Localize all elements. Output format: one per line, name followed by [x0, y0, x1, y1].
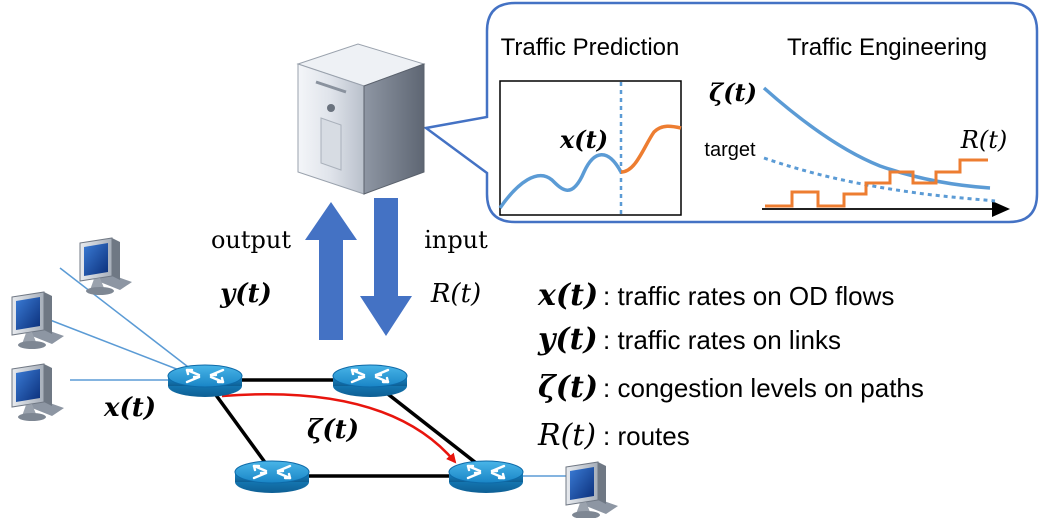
server-icon — [296, 43, 426, 195]
legend-item: x(t) : traffic rates on OD flows — [537, 278, 894, 313]
input-label: input — [424, 226, 488, 254]
legend-symbol: ζ(t) — [538, 370, 598, 405]
legend-symbol: x(t) — [537, 278, 598, 313]
input-r-label: R(t) — [430, 279, 481, 309]
legend-symbol: R(t) — [537, 418, 596, 453]
computer-icon — [79, 237, 133, 296]
congestion-path-arrow — [221, 392, 457, 464]
legend-item: R(t) : routes — [537, 418, 690, 453]
computer-icon — [565, 461, 619, 518]
legend-item: y(t) : traffic rates on links — [537, 322, 841, 357]
legend-text: : routes — [603, 421, 690, 451]
congestion-curve — [762, 86, 991, 190]
input-arrow — [360, 198, 412, 336]
predicted-traffic-curve — [620, 124, 682, 174]
legend-item: ζ(t) : congestion levels on paths — [538, 370, 924, 405]
router-icon — [447, 459, 525, 495]
legend-text: : traffic rates on links — [603, 325, 841, 355]
computer-icon — [11, 363, 65, 422]
computer-icon — [11, 291, 65, 350]
legend-symbol: y(t) — [537, 322, 598, 357]
traffic-prediction-title: Traffic Prediction — [501, 34, 680, 61]
routes-step-line — [765, 158, 988, 208]
legend: x(t) : traffic rates on OD flows y(t) : … — [537, 278, 924, 453]
congestion-zeta-label: ζ(t) — [709, 78, 757, 107]
target-curve — [763, 156, 996, 203]
router-icon — [233, 459, 311, 495]
legend-text: : congestion levels on paths — [603, 373, 924, 403]
prediction-plot: x(t) — [498, 80, 682, 216]
routes-r-label: R(t) — [960, 126, 1007, 154]
router-icon — [331, 363, 409, 399]
path-zeta-label: ζ(t) — [307, 415, 359, 445]
traffic-engineering-title: Traffic Engineering — [787, 34, 987, 61]
legend-text: : traffic rates on OD flows — [603, 281, 894, 311]
output-arrow — [305, 202, 357, 340]
output-y-label: y(t) — [219, 279, 272, 309]
host-flow-x-label: x(t) — [103, 393, 156, 423]
engineering-plot: ζ(t) target R(t) — [704, 78, 1010, 217]
prediction-x-label: x(t) — [559, 125, 608, 154]
observed-traffic-curve — [498, 153, 623, 209]
target-label: target — [704, 139, 756, 161]
router-icon — [166, 363, 244, 399]
output-label: output — [211, 226, 291, 254]
